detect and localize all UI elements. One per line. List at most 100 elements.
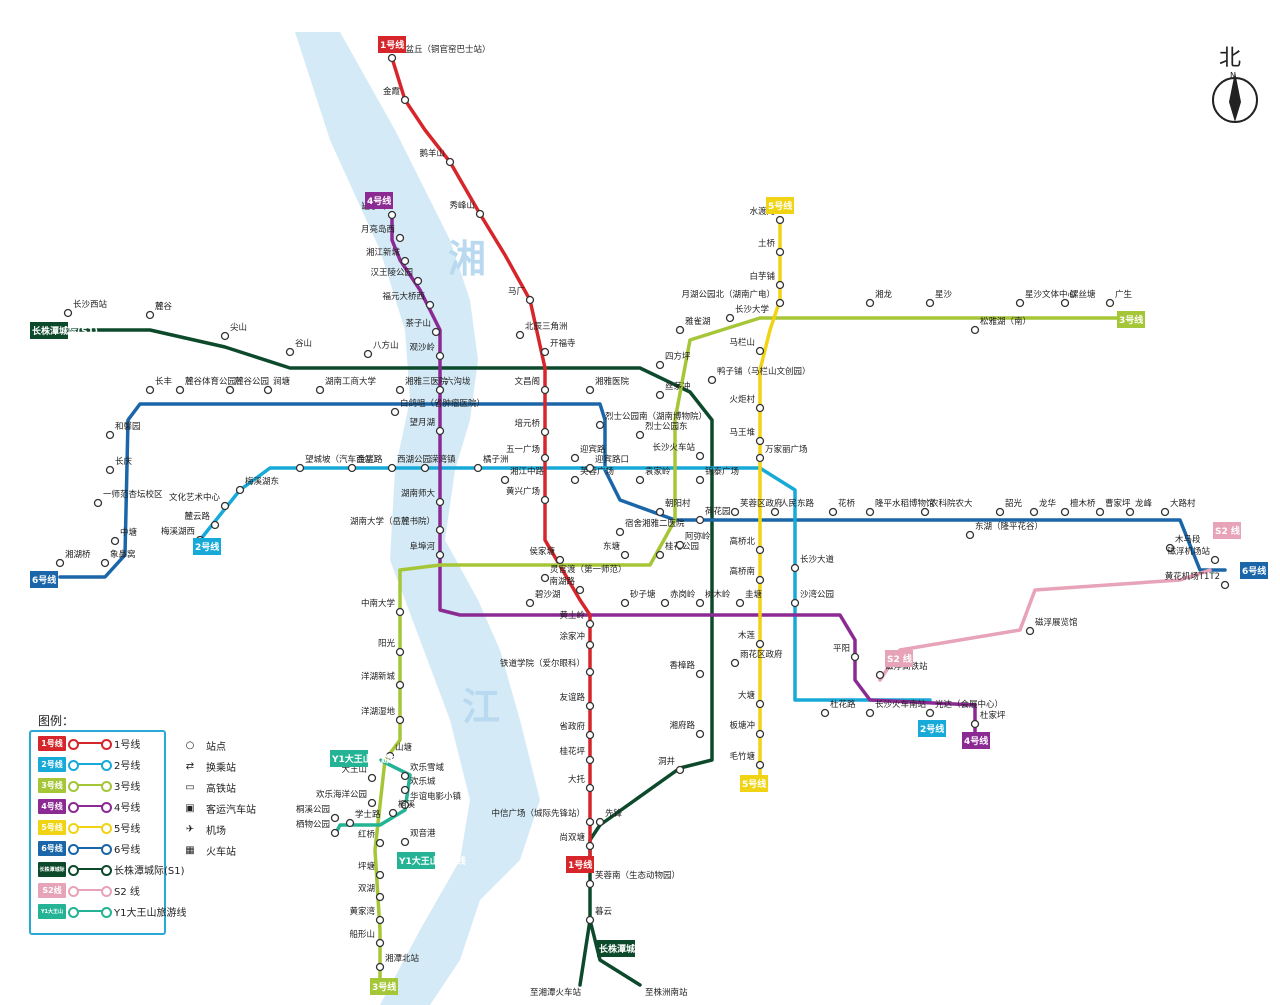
station-label: 朝阳村 <box>665 498 691 509</box>
station-label: 北辰三角洲 <box>525 321 568 332</box>
station-label: 月湖公园北（湖南广电） <box>681 289 775 300</box>
station-dot <box>55 558 65 568</box>
station-dot <box>475 209 485 219</box>
station-label: 望月湖 <box>409 417 435 428</box>
station-label: 福元大桥西 <box>382 291 425 302</box>
station-dot <box>585 817 595 827</box>
station-label: 宿舍湘雅二医院 <box>625 518 685 529</box>
station-label: 龙峰 <box>1135 498 1153 509</box>
line-badge-label: 1号线 <box>380 39 404 51</box>
station-label: 欢乐城 <box>410 776 436 787</box>
station-label: 长沙火车站 <box>652 442 695 453</box>
station-label: 坪塘 <box>358 861 376 872</box>
station-label: 水渡河 <box>749 206 775 217</box>
station-label: 学士路 <box>355 809 381 820</box>
station-dot <box>540 453 550 463</box>
station-label: 南湖路 <box>549 576 575 587</box>
station-label: 丝茅冲 <box>665 381 691 392</box>
legend-line-sample <box>68 886 112 897</box>
station-label: 长沙大道 <box>800 554 835 565</box>
station-label: 先锋 <box>605 808 623 819</box>
legend-line-badge: 4号线 <box>38 798 66 814</box>
station-label: 树木岭 <box>705 589 731 600</box>
station-label: 溁湾镇 <box>430 454 456 465</box>
station-label: 磁浮展览馆 <box>1035 617 1078 628</box>
station-label: 毛竹塘 <box>729 751 755 762</box>
station-dot <box>387 53 397 63</box>
station-label: 金星路 <box>357 454 383 465</box>
line-badge-line5 <box>766 197 794 214</box>
legend-line-label: Y1大王山旅游线 <box>114 907 187 919</box>
station-label: 西湖公园 <box>397 455 431 465</box>
legend-line-label: 4号线 <box>114 802 141 814</box>
station-dot <box>375 838 385 848</box>
station-label: 暮云 <box>595 906 613 917</box>
station-dot <box>435 525 445 535</box>
station-label: 高桥北 <box>729 536 755 547</box>
line-badge-label: 4号线 <box>964 735 988 747</box>
compass-label: 北 <box>1219 46 1242 71</box>
station-label: 鹅羊山 <box>419 148 445 159</box>
station-label: 华谊电影小镇 <box>410 791 462 802</box>
station-label: 文化艺术中心 <box>169 492 221 503</box>
station-dot <box>655 550 665 560</box>
line-badge-label: 长株潭城际(S1) <box>32 325 98 337</box>
station-label: 碧沙湖 <box>535 589 561 600</box>
line-badge-label: Y1大王山旅游线 <box>398 855 466 867</box>
legend-line-sample <box>68 760 112 771</box>
line-badge-line1 <box>378 36 406 53</box>
line-badge-label: 长株潭城际(S1) <box>599 943 665 955</box>
station-label: 汉王陵公园 <box>370 268 413 278</box>
station-dot <box>540 573 550 583</box>
station-label: 香樟路 <box>669 660 695 671</box>
station-dot <box>790 563 800 573</box>
legend-line-badge: 3号线 <box>38 777 66 793</box>
station-label: 桐溪公园 <box>296 804 330 815</box>
line-badge-line4 <box>962 732 990 749</box>
legend-line-badge: 1号线 <box>38 735 66 751</box>
legend-symbol-row: ○站点 <box>180 735 226 755</box>
station-dot <box>965 530 975 540</box>
station-dot <box>695 598 705 608</box>
legend-line-label: S2 线 <box>114 886 140 898</box>
station-label: 芙蓉南（生态动物园） <box>595 870 680 881</box>
station-dot <box>1165 543 1175 553</box>
legend-line-row: 长株潭城际长株潭城际(S1) <box>38 860 185 878</box>
station-label: 观音港 <box>410 828 436 839</box>
legend-symbol-label: 站点 <box>206 741 226 753</box>
station-dot <box>295 463 305 473</box>
station-label: 长丰 <box>155 376 173 387</box>
station-dot <box>413 276 423 286</box>
station-dot <box>367 773 377 783</box>
station-label: 黄家湾 <box>349 906 375 917</box>
legend-symbol-row: ⇄换乘站 <box>180 756 236 776</box>
station-label: 长沙西站 <box>73 299 108 310</box>
station-label: 星沙文体中心 <box>1025 289 1077 300</box>
station-label: 麓谷体育公园 <box>185 376 236 387</box>
station-dot <box>540 347 550 357</box>
station-dot <box>735 598 745 608</box>
station-label: 磁浮机场站 <box>1167 546 1210 557</box>
station-label: 友谊路 <box>559 692 585 703</box>
station-dot <box>145 385 155 395</box>
station-label: 尖山 <box>230 322 247 333</box>
station-dot <box>375 938 385 948</box>
station-dot <box>775 215 785 225</box>
station-label: 烈士公园南（湖南博物院） <box>605 411 707 422</box>
station-dot <box>660 598 670 608</box>
legend-symbol-row: ✈机场 <box>180 819 226 839</box>
station-label: 培元桥 <box>514 418 540 429</box>
line-badge-label: 3号线 <box>372 981 396 993</box>
station-dot <box>395 607 405 617</box>
station-dot <box>345 818 355 828</box>
station-dot <box>375 892 385 902</box>
station-label: 麓谷 <box>155 301 173 312</box>
line-s1-branch <box>578 918 592 987</box>
station-dot <box>435 385 445 395</box>
station-dot <box>1220 580 1230 590</box>
legend-line-label: 长株潭城际(S1) <box>114 865 185 877</box>
station-label: 梅溪湖东 <box>245 476 279 487</box>
station-label: 圭塘 <box>745 589 763 600</box>
